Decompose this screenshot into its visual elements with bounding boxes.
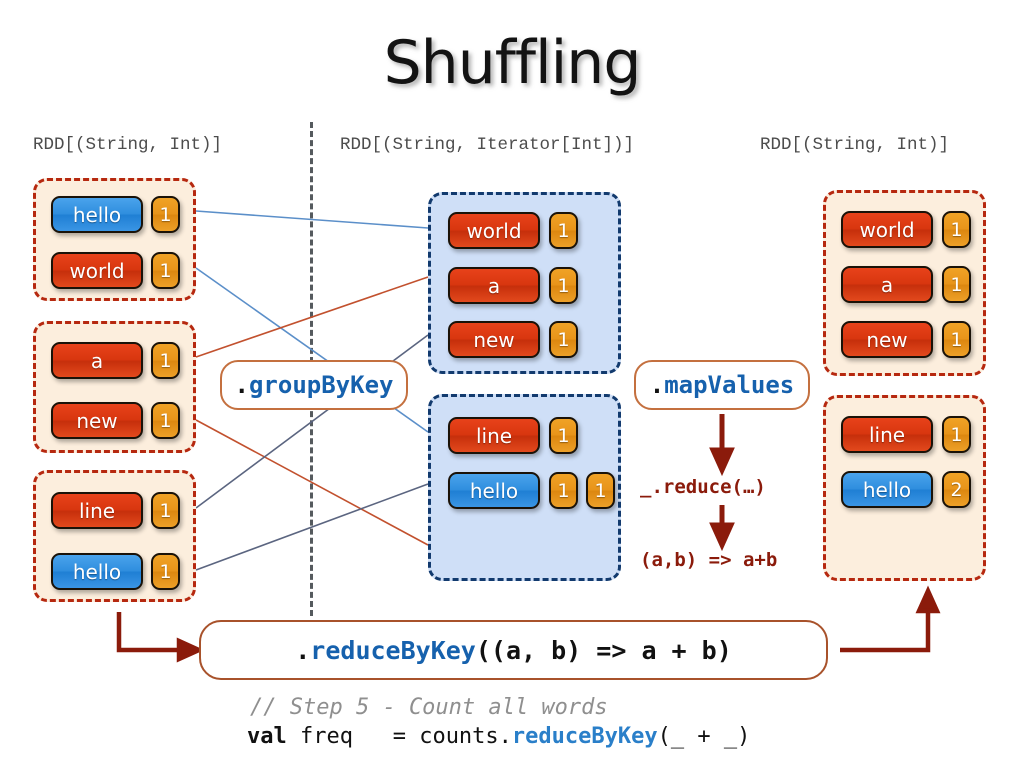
operator-map-values[interactable]: .mapValues <box>634 360 810 410</box>
code-comment: // Step 5 - Count all words <box>250 695 608 720</box>
middle-partition-1[interactable]: world 1 a 1 new 1 <box>428 192 621 374</box>
operator-reduce-by-key[interactable]: .reduceByKey((a, b) => a + b) <box>199 620 828 680</box>
operator-dot: . <box>295 635 311 665</box>
operator-args: ((a, b) => a + b) <box>475 635 732 665</box>
operator-name: groupByKey <box>248 371 394 399</box>
code-keyword: val <box>247 724 287 749</box>
column-header-middle: RDD[(String, Iterator[Int])] <box>340 135 635 155</box>
chip-word[interactable]: a <box>51 342 143 379</box>
chip-value[interactable]: 1 <box>151 252 180 289</box>
chip-word[interactable]: line <box>51 492 143 529</box>
left-partition-1[interactable]: hello 1 world 1 <box>33 178 196 301</box>
chip-value[interactable]: 1 <box>549 417 578 454</box>
chip-value[interactable]: 1 <box>942 321 971 358</box>
code-before-fn: freq = counts. <box>286 724 512 749</box>
chip-value[interactable]: 1 <box>942 416 971 453</box>
code-line: val freq = counts.reduceByKey(_ + _) <box>247 724 750 749</box>
chip-word[interactable]: world <box>841 211 933 248</box>
code-function: reduceByKey <box>511 724 658 749</box>
operator-dot: . <box>234 371 249 399</box>
chip-word[interactable]: a <box>448 267 540 304</box>
right-partition-1[interactable]: world 1 a 1 new 1 <box>823 190 986 376</box>
operator-dot: . <box>649 371 665 399</box>
operator-name: reduceByKey <box>310 635 476 665</box>
left-partition-2[interactable]: a 1 new 1 <box>33 321 196 453</box>
chip-value[interactable]: 1 <box>151 196 180 233</box>
operator-name: mapValues <box>664 371 795 399</box>
code-after-fn: (_ + _) <box>657 724 751 749</box>
chip-word[interactable]: hello <box>51 196 143 233</box>
chip-value[interactable]: 2 <box>942 471 971 508</box>
chip-value[interactable]: 1 <box>549 212 578 249</box>
chip-word[interactable]: hello <box>841 471 933 508</box>
left-partition-3[interactable]: line 1 hello 1 <box>33 470 196 602</box>
chip-word[interactable]: new <box>841 321 933 358</box>
chip-value[interactable]: 1 <box>942 266 971 303</box>
operator-group-by-key[interactable]: .groupByKey <box>220 360 408 410</box>
annotation-lambda: (a,b) => a+b <box>640 549 778 571</box>
chip-value[interactable]: 1 <box>151 402 180 439</box>
chip-word[interactable]: line <box>448 417 540 454</box>
chip-value[interactable]: 1 <box>942 211 971 248</box>
chip-word[interactable]: line <box>841 416 933 453</box>
chip-value[interactable]: 1 <box>549 267 578 304</box>
chip-value[interactable]: 1 <box>549 472 578 509</box>
chip-word[interactable]: a <box>841 266 933 303</box>
chip-word[interactable]: hello <box>51 553 143 590</box>
chip-word[interactable]: world <box>448 212 540 249</box>
column-header-left: RDD[(String, Int)] <box>33 135 223 155</box>
column-header-right: RDD[(String, Int)] <box>760 135 950 155</box>
chip-word[interactable]: world <box>51 252 143 289</box>
chip-value[interactable]: 1 <box>151 342 180 379</box>
page-title: Shuffling <box>383 28 642 98</box>
chip-value[interactable]: 1 <box>151 553 180 590</box>
chip-value[interactable]: 1 <box>549 321 578 358</box>
chip-word[interactable]: new <box>448 321 540 358</box>
right-partition-2[interactable]: line 1 hello 2 <box>823 395 986 581</box>
chip-value[interactable]: 1 <box>151 492 180 529</box>
chip-word[interactable]: hello <box>448 472 540 509</box>
chip-word[interactable]: new <box>51 402 143 439</box>
middle-partition-2[interactable]: line 1 hello 1 1 <box>428 394 621 581</box>
chip-value[interactable]: 1 <box>586 472 615 509</box>
annotation-reduce: _.reduce(…) <box>640 476 766 498</box>
